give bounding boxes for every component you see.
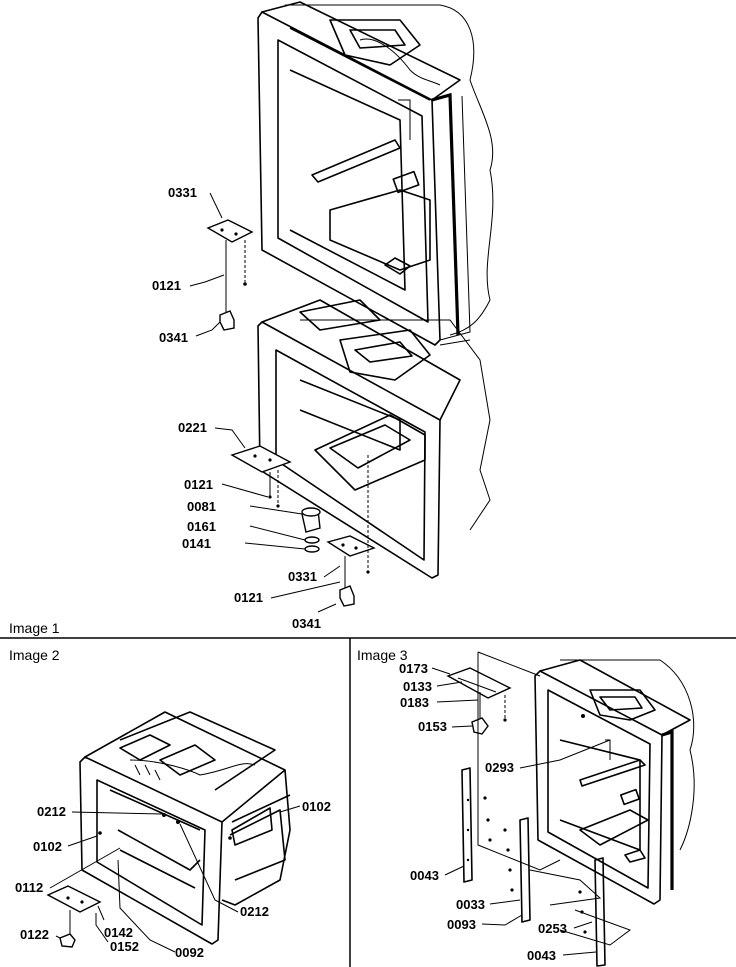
image1-callouts: 0331 0121 0341 0221 0121 0081 0161 0141 … <box>152 185 321 631</box>
callout-0153: 0153 <box>418 719 447 734</box>
callout-0033: 0033 <box>456 897 485 912</box>
callout-0093: 0093 <box>447 917 476 932</box>
callout-0341-lower: 0341 <box>292 616 321 631</box>
callout-0183: 0183 <box>400 695 429 710</box>
callout-0173: 0173 <box>399 661 428 676</box>
callout-0121-upper: 0121 <box>152 278 181 293</box>
callout-0133: 0133 <box>403 679 432 694</box>
callout-0161: 0161 <box>187 519 216 534</box>
image1-caption: Image 1 <box>9 620 60 636</box>
callout-0141: 0141 <box>182 536 211 551</box>
callout-0293: 0293 <box>485 760 514 775</box>
image1-leaders <box>189 192 341 613</box>
callout-0221: 0221 <box>178 420 207 435</box>
image2-leaders <box>49 805 301 953</box>
callout-0043-right: 0043 <box>527 948 556 963</box>
callout-0142: 0142 <box>104 925 133 940</box>
image2-caption: Image 2 <box>9 647 60 663</box>
image3-leaders <box>431 667 611 956</box>
image2-drawing <box>46 711 291 948</box>
callout-0081: 0081 <box>187 499 216 514</box>
callout-0112: 0112 <box>15 880 43 895</box>
callout-0121-middle: 0121 <box>184 477 213 492</box>
image3-callouts: 0173 0133 0183 0153 0293 0043 0033 0093 … <box>399 661 567 963</box>
callout-0122: 0122 <box>20 927 49 942</box>
callout-0102-right: 0102 <box>302 799 331 814</box>
image2-callouts: 0212 0102 0102 0112 0122 0142 0152 0092 … <box>15 799 331 960</box>
callout-0331-lower: 0331 <box>288 569 317 584</box>
callout-0121-lower: 0121 <box>234 590 263 605</box>
image3-drawing <box>446 651 695 967</box>
callout-0212-right: 0212 <box>240 904 269 919</box>
callout-0212-left: 0212 <box>37 804 66 819</box>
callout-0043-left: 0043 <box>410 868 439 883</box>
callout-0331-upper: 0331 <box>168 185 197 200</box>
callout-0152: 0152 <box>110 939 139 954</box>
image1-drawing <box>206 1 494 607</box>
image3-caption: Image 3 <box>357 647 408 663</box>
callout-0253: 0253 <box>538 921 567 936</box>
callout-0092: 0092 <box>175 945 204 960</box>
callout-0341-upper: 0341 <box>159 330 188 345</box>
callout-0102-left: 0102 <box>33 839 62 854</box>
